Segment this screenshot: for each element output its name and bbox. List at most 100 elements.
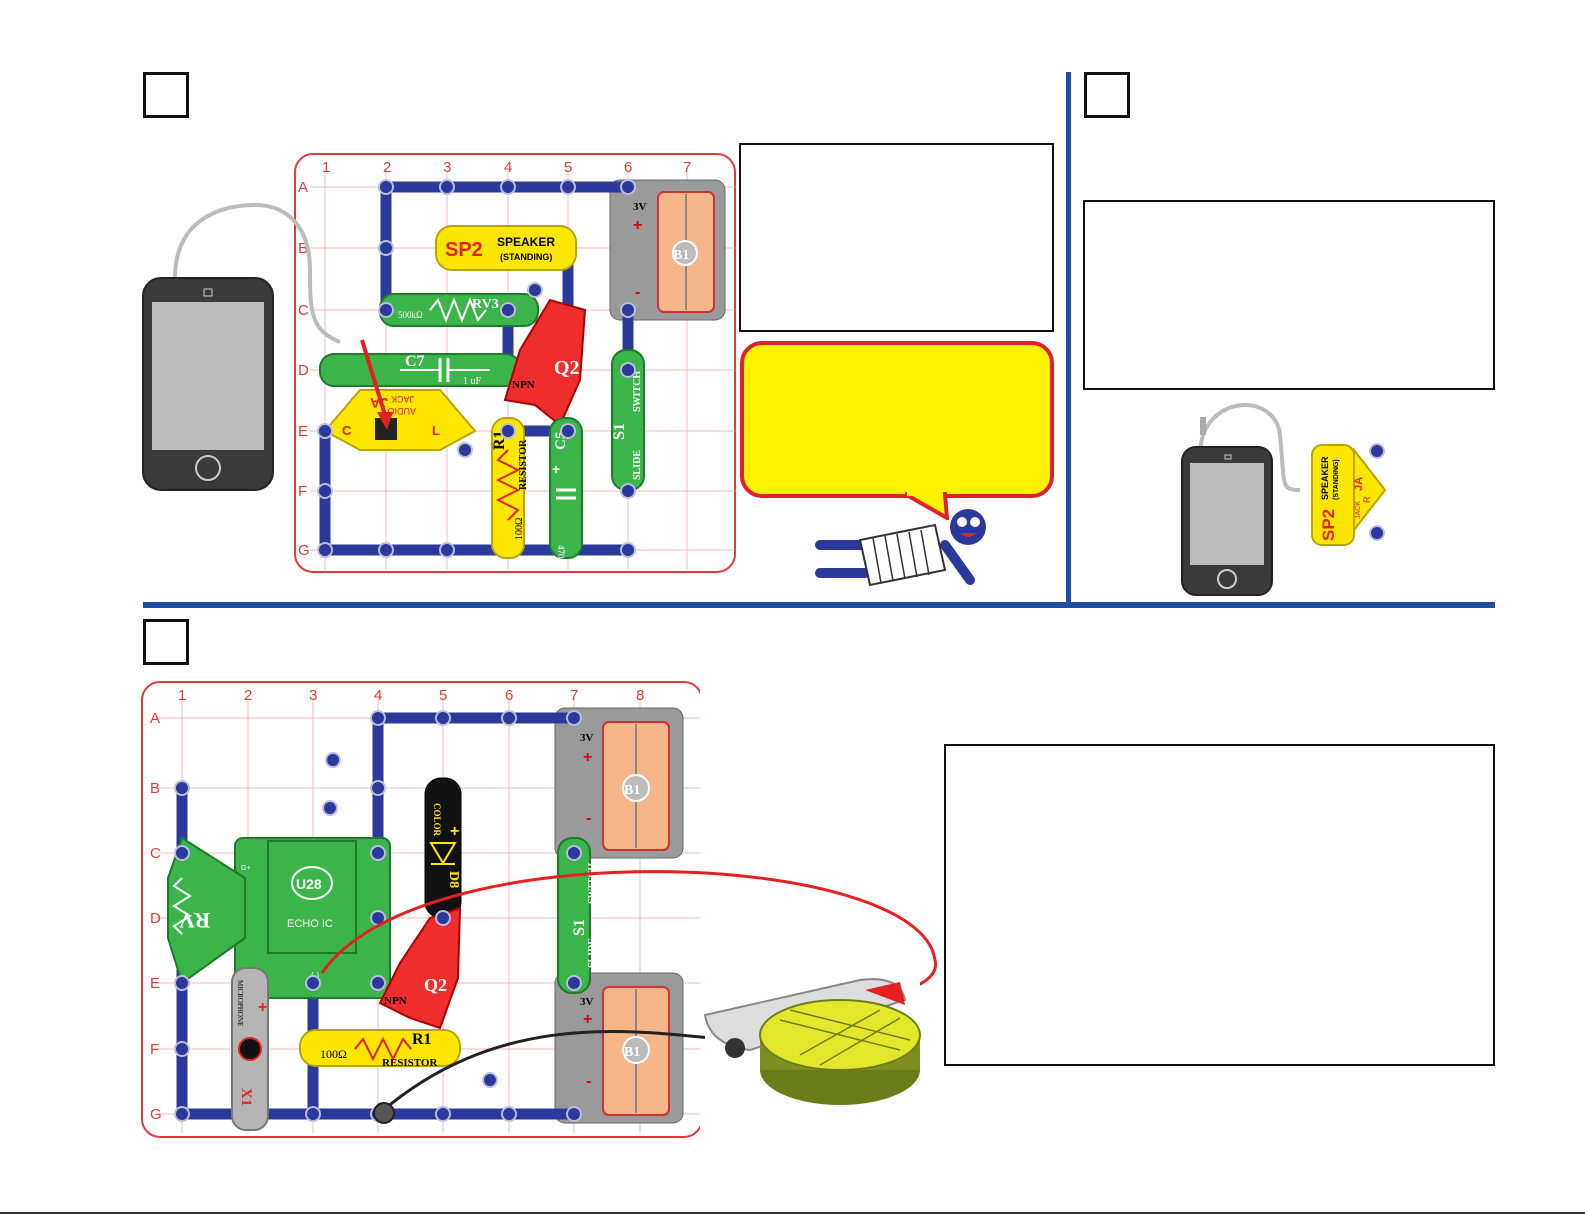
speech-bubble-tail <box>905 490 950 520</box>
minus-sign: - <box>586 810 591 827</box>
speaker2-code: SP2 <box>1319 509 1338 541</box>
battery-b1-upper: B1 3V + - <box>554 707 684 859</box>
jack-c: C <box>342 423 352 438</box>
npn-label: NPN <box>512 379 535 391</box>
potentiometer-rv3: RV3 500kΩ <box>379 293 539 327</box>
minus-sign: - <box>586 1073 591 1090</box>
switch-slide: SLIDE <box>587 938 598 968</box>
row-label: B <box>298 240 308 257</box>
col-label: 3 <box>309 687 317 704</box>
row-label: D <box>150 910 161 927</box>
battery-voltage: 3V <box>580 732 594 744</box>
r1-resistor: RESISTOR <box>518 439 529 490</box>
text-box-top-center <box>739 143 1054 332</box>
row-label: C <box>150 845 161 862</box>
d8-color: COLOR <box>432 803 442 837</box>
arrow-pointer <box>360 339 387 416</box>
row-label: F <box>150 1041 159 1058</box>
row-label: B <box>150 780 160 797</box>
circuit-diagram-1: 1 2 3 4 5 6 7 A B C D E F G B1 3V + - <box>294 153 736 573</box>
keyboard-character <box>815 509 986 587</box>
speaker-sub: (STANDING) <box>500 252 552 262</box>
resistor-r1: R1 RESISTOR 100Ω <box>491 417 529 559</box>
switch-name: SWITCH <box>632 371 643 412</box>
q2-label: Q2 <box>554 357 580 379</box>
audio-jack-ja: JA AUDIO JACK L C <box>323 389 477 451</box>
battery-voltage: 3V <box>580 996 594 1008</box>
speaker2-r: R <box>1362 496 1372 503</box>
col-label: 2 <box>383 159 391 176</box>
switch-code: S1 <box>611 423 628 440</box>
col-label: 7 <box>570 687 578 704</box>
row-label: A <box>298 179 308 196</box>
col-label: 2 <box>244 687 252 704</box>
echo-label: ECHO IC <box>287 918 333 930</box>
buzzer-with-leads <box>320 870 937 1132</box>
c5-value: 470 uF <box>556 545 566 570</box>
mic-plus: + <box>258 999 267 1016</box>
jack-l: L <box>432 423 440 438</box>
row-label: G <box>298 542 310 559</box>
potentiometer-rv: RV <box>167 836 246 985</box>
plus-sign: + <box>583 1011 592 1028</box>
speaker2-jack-sub: JACK <box>1355 501 1362 519</box>
step-box-3 <box>143 619 189 665</box>
col-label: 1 <box>322 159 330 176</box>
jack-name: AUDIO <box>387 406 416 416</box>
c7-value: 1 uF <box>463 376 482 387</box>
row-label: G <box>150 1106 162 1123</box>
echo-ic-u28: U28 ECHO IC G+ (-) <box>234 837 391 999</box>
battery-b1: B1 3V + - <box>609 179 726 321</box>
minus-sign: - <box>635 284 640 301</box>
npn-label: NPN <box>384 995 407 1007</box>
col-label: 7 <box>683 159 691 176</box>
c5-plus: + <box>552 461 560 477</box>
row-label: D <box>298 362 309 379</box>
speaker-code: SP2 <box>445 239 483 261</box>
u28-label: U28 <box>296 876 322 892</box>
switch-name: SWITCH <box>587 863 598 904</box>
gplus-label: G+ <box>241 865 251 872</box>
capacitor-c5: C5 + 470 uF <box>549 417 583 570</box>
jack-sub: JACK <box>391 394 414 404</box>
battery-b1-lower: B1 3V + - <box>554 972 684 1124</box>
microphone-x1: + MICROPHONE X1 <box>231 967 269 1131</box>
battery-label: B1 <box>624 783 640 798</box>
row-label: E <box>298 423 308 440</box>
battery-voltage: 3V <box>633 201 647 213</box>
speech-bubble <box>740 341 1054 498</box>
speaker2-name: SPEAKER <box>1320 456 1330 500</box>
col-label: 5 <box>439 687 447 704</box>
battery-label: B1 <box>673 248 689 263</box>
plus-sign: + <box>633 217 642 234</box>
col-label: 5 <box>564 159 572 176</box>
plus-sign: + <box>583 749 592 766</box>
r1-value: 100Ω <box>320 1047 347 1061</box>
c7-label: C7 <box>405 353 425 370</box>
rv3-value: 500kΩ <box>398 310 423 320</box>
row-label: A <box>150 710 160 727</box>
led-d8: COLOR D8 + <box>424 777 462 919</box>
d8-plus: + <box>450 823 459 840</box>
r1-resistor: RESISTOR <box>382 1057 438 1069</box>
mic-label: MICROPHONE <box>236 980 244 1026</box>
switch-code: S1 <box>571 919 588 936</box>
vertical-divider <box>1066 72 1071 602</box>
battery-label: B1 <box>624 1045 640 1060</box>
x1-label: X1 <box>238 1088 254 1106</box>
switch-slide: SLIDE <box>632 450 643 480</box>
col-label: 4 <box>504 159 512 176</box>
col-label: 6 <box>624 159 632 176</box>
circuit-diagram-2: 1 2 3 4 5 6 7 8 A B C D E F G B1 3V + - … <box>141 681 700 1138</box>
row-label: F <box>298 483 307 500</box>
footer-rule <box>0 1212 1585 1214</box>
speaker-sp2-side: SP2 SPEAKER (STANDING) JA JACK R <box>1311 443 1387 546</box>
rv-label: RV <box>179 908 210 933</box>
r1-value: 100Ω <box>514 518 525 540</box>
switch-s1: S1 SWITCH SLIDE <box>611 349 645 491</box>
snap-nodes-1 <box>317 179 636 558</box>
q2-label: Q2 <box>424 975 447 995</box>
snap-nodes-2 <box>174 710 582 1122</box>
speaker2-jack: JA <box>1353 477 1365 491</box>
col-label: 3 <box>443 159 451 176</box>
